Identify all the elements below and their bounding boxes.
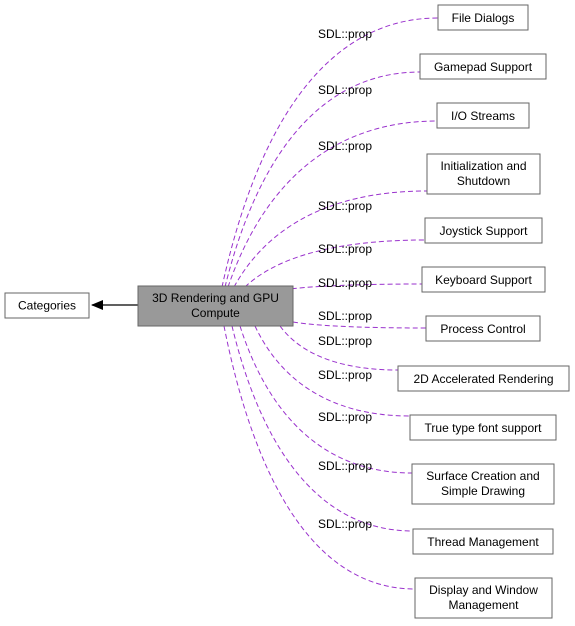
edge-label-thread-management: SDL::prop	[318, 459, 372, 473]
node-display-and-window-management-label-2: Management	[448, 598, 519, 612]
edge-label-true-type-font-support: SDL::prop	[318, 368, 372, 382]
node-keyboard-support-label-1: Keyboard Support	[435, 273, 532, 287]
node-joystick-support[interactable]: Joystick Support	[424, 217, 543, 244]
node-process-control[interactable]: Process Control	[425, 315, 541, 342]
node-current-module-line-1: 3D Rendering and GPU	[152, 291, 279, 305]
node-true-type-font-support[interactable]: True type font support	[409, 414, 557, 441]
node-surface-creation-label-2: Simple Drawing	[441, 484, 525, 498]
node-current-module: 3D Rendering and GPU Compute	[137, 285, 294, 327]
edge-label-display-and-window-management: SDL::prop	[318, 517, 372, 531]
node-initialization-and-shutdown-label-2: Shutdown	[457, 174, 510, 188]
prop-edges	[221, 17, 439, 590]
edge-label-2d-accelerated-rendering: SDL::prop	[318, 334, 372, 348]
node-io-streams-label-1: I/O Streams	[451, 109, 515, 123]
prop-edge-io-streams	[227, 120, 438, 288]
node-true-type-font-support-label-1: True type font support	[425, 421, 543, 435]
edge-labels: SDL::propSDL::propSDL::propSDL::propSDL:…	[318, 27, 372, 531]
node-surface-creation-label-1: Surface Creation and	[426, 469, 539, 483]
node-thread-management[interactable]: Thread Management	[412, 528, 554, 555]
node-thread-management-label-1: Thread Management	[427, 535, 539, 549]
edge-label-process-control: SDL::prop	[318, 309, 372, 323]
edge-label-keyboard-support: SDL::prop	[318, 276, 372, 290]
prop-edge-initialization-and-shutdown	[233, 190, 428, 288]
prop-edge-gamepad-support	[224, 71, 421, 288]
prop-edge-display-and-window-management	[223, 325, 416, 590]
prop-edge-surface-creation	[239, 325, 413, 474]
node-categories-label: Categories	[18, 299, 76, 313]
edge-label-file-dialogs: SDL::prop	[318, 27, 372, 41]
prop-edge-2d-accelerated-rendering	[279, 325, 399, 371]
prop-edge-true-type-font-support	[254, 325, 411, 417]
node-display-and-window-management-label-1: Display and Window	[429, 583, 538, 597]
node-gamepad-support[interactable]: Gamepad Support	[419, 53, 547, 80]
prop-edge-file-dialogs	[221, 17, 439, 288]
node-process-control-label-1: Process Control	[440, 322, 525, 336]
node-file-dialogs[interactable]: File Dialogs	[437, 4, 529, 31]
node-initialization-and-shutdown-label-1: Initialization and	[440, 159, 526, 173]
node-2d-accelerated-rendering-label-1: 2D Accelerated Rendering	[413, 372, 553, 386]
prop-edge-thread-management	[231, 325, 414, 532]
prop-edge-joystick-support	[244, 239, 426, 288]
node-2d-accelerated-rendering[interactable]: 2D Accelerated Rendering	[397, 365, 570, 392]
node-io-streams[interactable]: I/O Streams	[436, 102, 530, 129]
edge-label-initialization-and-shutdown: SDL::prop	[318, 199, 372, 213]
node-gamepad-support-label-1: Gamepad Support	[434, 60, 533, 74]
node-keyboard-support[interactable]: Keyboard Support	[421, 266, 546, 293]
edge-label-gamepad-support: SDL::prop	[318, 83, 372, 97]
edge-label-joystick-support: SDL::prop	[318, 242, 372, 256]
edge-label-surface-creation: SDL::prop	[318, 410, 372, 424]
node-categories[interactable]: Categories	[4, 292, 90, 319]
node-joystick-support-label-1: Joystick Support	[439, 224, 528, 238]
node-current-module-line-2: Compute	[191, 306, 240, 320]
edge-label-io-streams: SDL::prop	[318, 139, 372, 153]
node-file-dialogs-label-1: File Dialogs	[452, 11, 515, 25]
